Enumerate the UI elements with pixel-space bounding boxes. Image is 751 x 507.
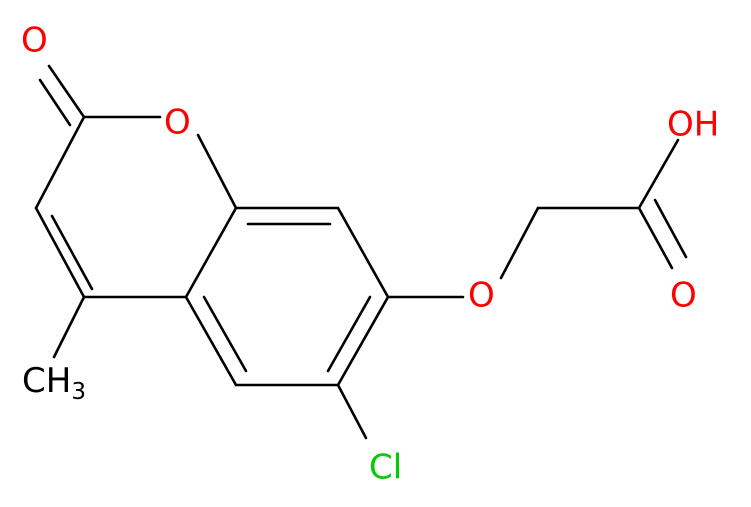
bond-o1-c8a [196, 133, 238, 210]
bond-c4-methyl [52, 295, 86, 359]
bond-c8-c7 [336, 206, 390, 299]
atom-ether-o: O [468, 276, 495, 316]
atom-methyl-main: CH [22, 361, 71, 401]
bond-c2-carbonyl-o-b [38, 78, 72, 127]
atom-carbonyl-o: O [21, 21, 48, 61]
atom-label-layer: O O CH3 O Cl OH O [21, 21, 719, 488]
bond-c7-c6-a [336, 295, 390, 387]
bond-acid-c-o-b [653, 198, 688, 259]
bond-c7-c6-b [326, 295, 372, 373]
bond-c3-c4-a [34, 206, 86, 299]
bond-acid-c-oh [637, 138, 680, 210]
atom-methyl-sub: 3 [71, 379, 86, 405]
bond-c3-c4-b [50, 214, 94, 291]
bond-ether-o-ch2 [499, 206, 540, 280]
atom-chlorine: Cl [369, 448, 402, 488]
bond-acid-c-o-a [637, 206, 674, 270]
atom-acid-o: O [670, 276, 697, 316]
atom-methyl-c: CH3 [22, 361, 86, 405]
atom-ring-o: O [164, 103, 191, 143]
bond-c4a-c8a [184, 206, 238, 299]
atom-acid-oh: OH [667, 105, 719, 145]
bond-c2-carbonyl-o-a [47, 64, 86, 119]
bond-c5-c4a-b [202, 295, 248, 373]
bond-layer [34, 64, 688, 440]
bond-c2-c3 [34, 115, 86, 210]
bond-c6-cl [336, 383, 368, 440]
bond-c5-c4a-a [184, 295, 238, 387]
